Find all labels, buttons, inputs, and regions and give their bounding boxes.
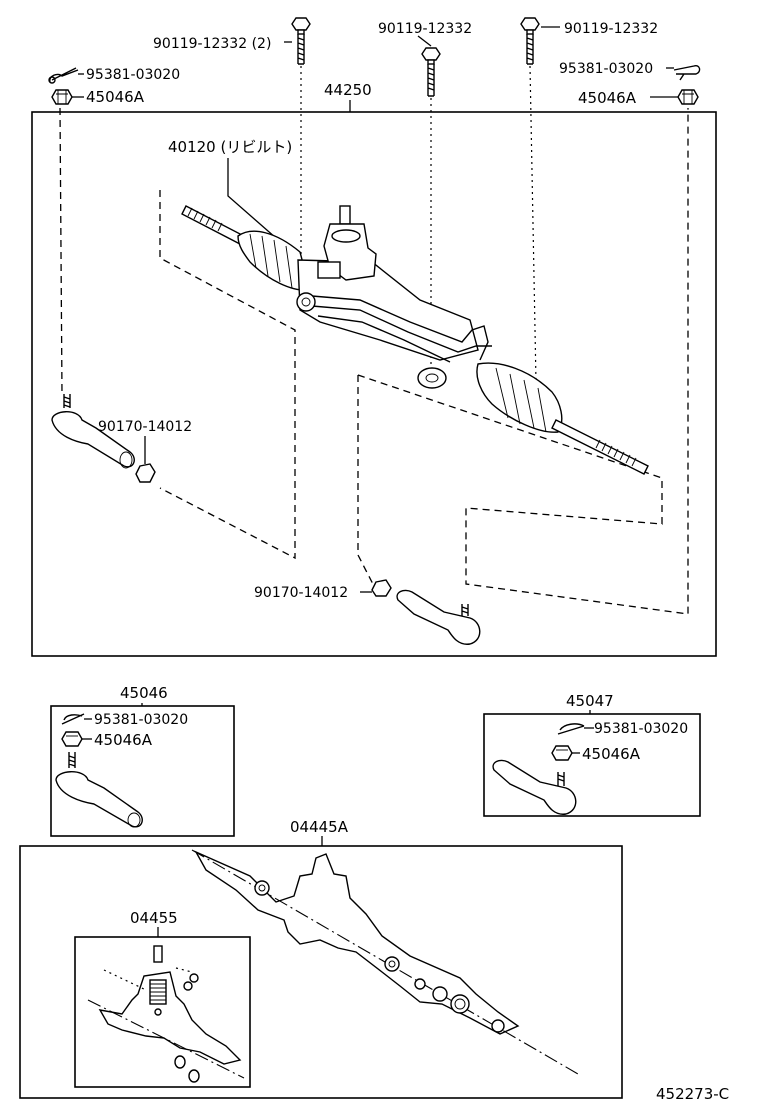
label-nut-top-left: 45046A (86, 88, 145, 106)
cotter-pin-top-right (673, 64, 701, 81)
cotter-pin-top-left (48, 67, 79, 84)
castle-nut-top-right (677, 89, 699, 105)
steering-gear-assembly (181, 205, 649, 475)
end-right-set-box (483, 713, 701, 817)
bolt-left (291, 17, 311, 65)
castle-nut-right-set (551, 745, 573, 761)
label-bolt-center: 90119-12332 (378, 21, 472, 37)
label-gear-rebuilt: 40120 (リビルト) (168, 138, 292, 156)
label-pin-top-right: 95381-03020 (559, 61, 653, 77)
label-end-right-set: 45047 (566, 692, 614, 710)
castle-nut-left-set (61, 731, 83, 747)
nut-left-end (135, 463, 156, 483)
seal-kit-parts (87, 945, 245, 1083)
cotter-pin-left-set (61, 713, 85, 725)
assembly-main-box (31, 111, 717, 657)
gasket-kit-housing (191, 849, 579, 1075)
label-pin-left-set: 95381-03020 (94, 712, 188, 728)
tie-rod-end-right-set (492, 759, 577, 815)
tie-rod-end-left-set (55, 752, 143, 828)
end-left-set-box (50, 705, 235, 837)
label-gasket-kit: 04445A (290, 818, 349, 836)
label-pin-top-left: 95381-03020 (86, 67, 180, 83)
tie-rod-end-left (51, 394, 135, 469)
seal-kit-box (74, 936, 251, 1088)
castle-nut-top-left (51, 89, 73, 105)
label-bolt-right: 90119-12332 (564, 21, 658, 37)
label-nut-right-end: 90170-14012 (254, 585, 348, 601)
cotter-pin-right-set (557, 723, 585, 735)
nut-right-end (371, 579, 392, 597)
label-nut-top-right: 45046A (578, 89, 637, 107)
figure-id: 452273-C (656, 1085, 729, 1103)
label-seal-kit: 04455 (130, 909, 178, 927)
label-end-left-set: 45046 (120, 684, 168, 702)
tie-rod-end-right (396, 589, 481, 645)
bolt-right (520, 17, 540, 65)
label-nut-left-end: 90170-14012 (98, 419, 192, 435)
label-assembly-main: 44250 (324, 81, 372, 99)
bolt-center (421, 47, 441, 97)
gasket-kit-box (19, 845, 623, 1099)
label-nut-right-set: 45046A (582, 745, 641, 763)
label-nut-left-set: 45046A (94, 731, 153, 749)
label-pin-right-set: 95381-03020 (594, 721, 688, 737)
label-bolt-left: 90119-12332 (2) (153, 36, 271, 52)
